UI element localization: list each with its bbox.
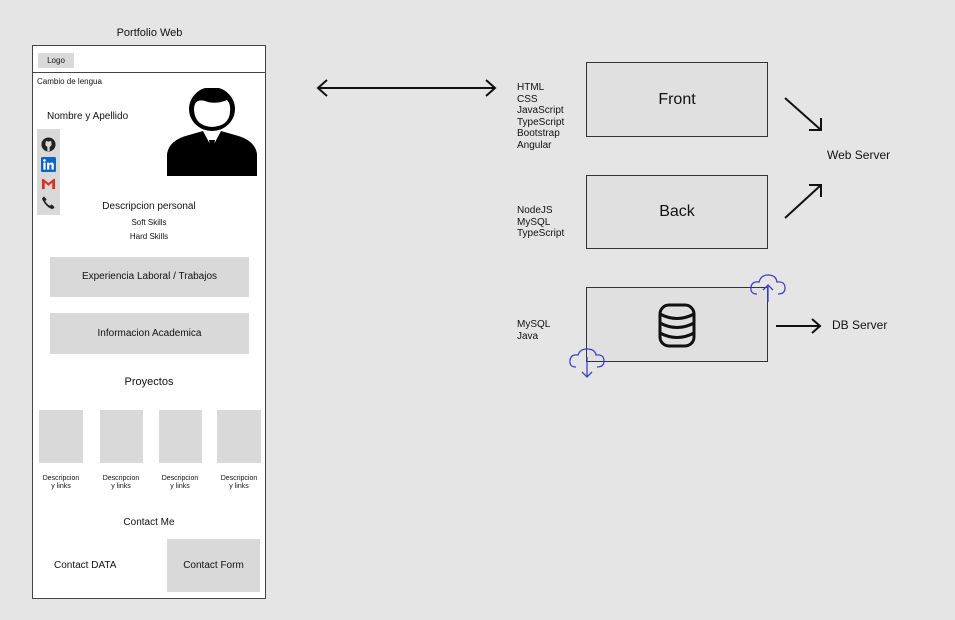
education-button[interactable]: Informacion Academica [50, 313, 249, 354]
project-card[interactable] [100, 410, 143, 463]
contact-form-button[interactable]: Contact Form [167, 539, 260, 592]
contact-title: Contact Me [123, 517, 175, 528]
description-title: Descripcion personal [102, 201, 196, 212]
projects-title: Proyectos [124, 376, 174, 388]
portfolio-frame: Logo Cambio de lengua Nombre y Apellido [32, 45, 266, 599]
language-switch[interactable]: Cambio de lengua [37, 77, 102, 86]
avatar-icon [167, 88, 257, 176]
gmail-icon[interactable] [41, 176, 56, 191]
person-name: Nombre y Apellido [47, 111, 129, 122]
linkedin-icon[interactable] [41, 157, 56, 172]
social-sidebar [37, 129, 60, 215]
back-tech-list: NodeJS MySQL TypeScript [517, 205, 565, 239]
arrow-to-db-server [776, 318, 822, 334]
db-server-label: DB Server [832, 318, 888, 332]
phone-icon[interactable] [41, 195, 56, 210]
frame-title: Portfolio Web [116, 27, 183, 39]
front-box: Front [586, 62, 768, 137]
cloud-download-icon [569, 348, 605, 378]
back-box: Back [586, 175, 768, 249]
double-arrow [316, 79, 497, 97]
contact-data: Contact DATA [54, 560, 117, 571]
cloud-upload-icon [750, 274, 786, 302]
top-bar: Logo [33, 46, 265, 73]
github-icon[interactable] [41, 137, 56, 152]
db-tech-list: MySQL Java [517, 319, 551, 342]
project-card[interactable] [159, 410, 202, 463]
project-card[interactable] [217, 410, 261, 463]
front-tech-list: HTML CSS JavaScript TypeScript Bootstrap… [517, 82, 565, 151]
web-server-label: Web Server [827, 148, 891, 162]
logo-button[interactable]: Logo [38, 53, 74, 68]
experience-button[interactable]: Experiencia Laboral / Trabajos [50, 257, 249, 297]
database-box [586, 287, 768, 362]
soft-skills: Soft Skills [131, 218, 167, 227]
hard-skills: Hard Skills [129, 232, 169, 241]
arrows-to-web-server [784, 97, 822, 219]
database-icon [658, 303, 696, 348]
project-card[interactable] [39, 410, 83, 463]
